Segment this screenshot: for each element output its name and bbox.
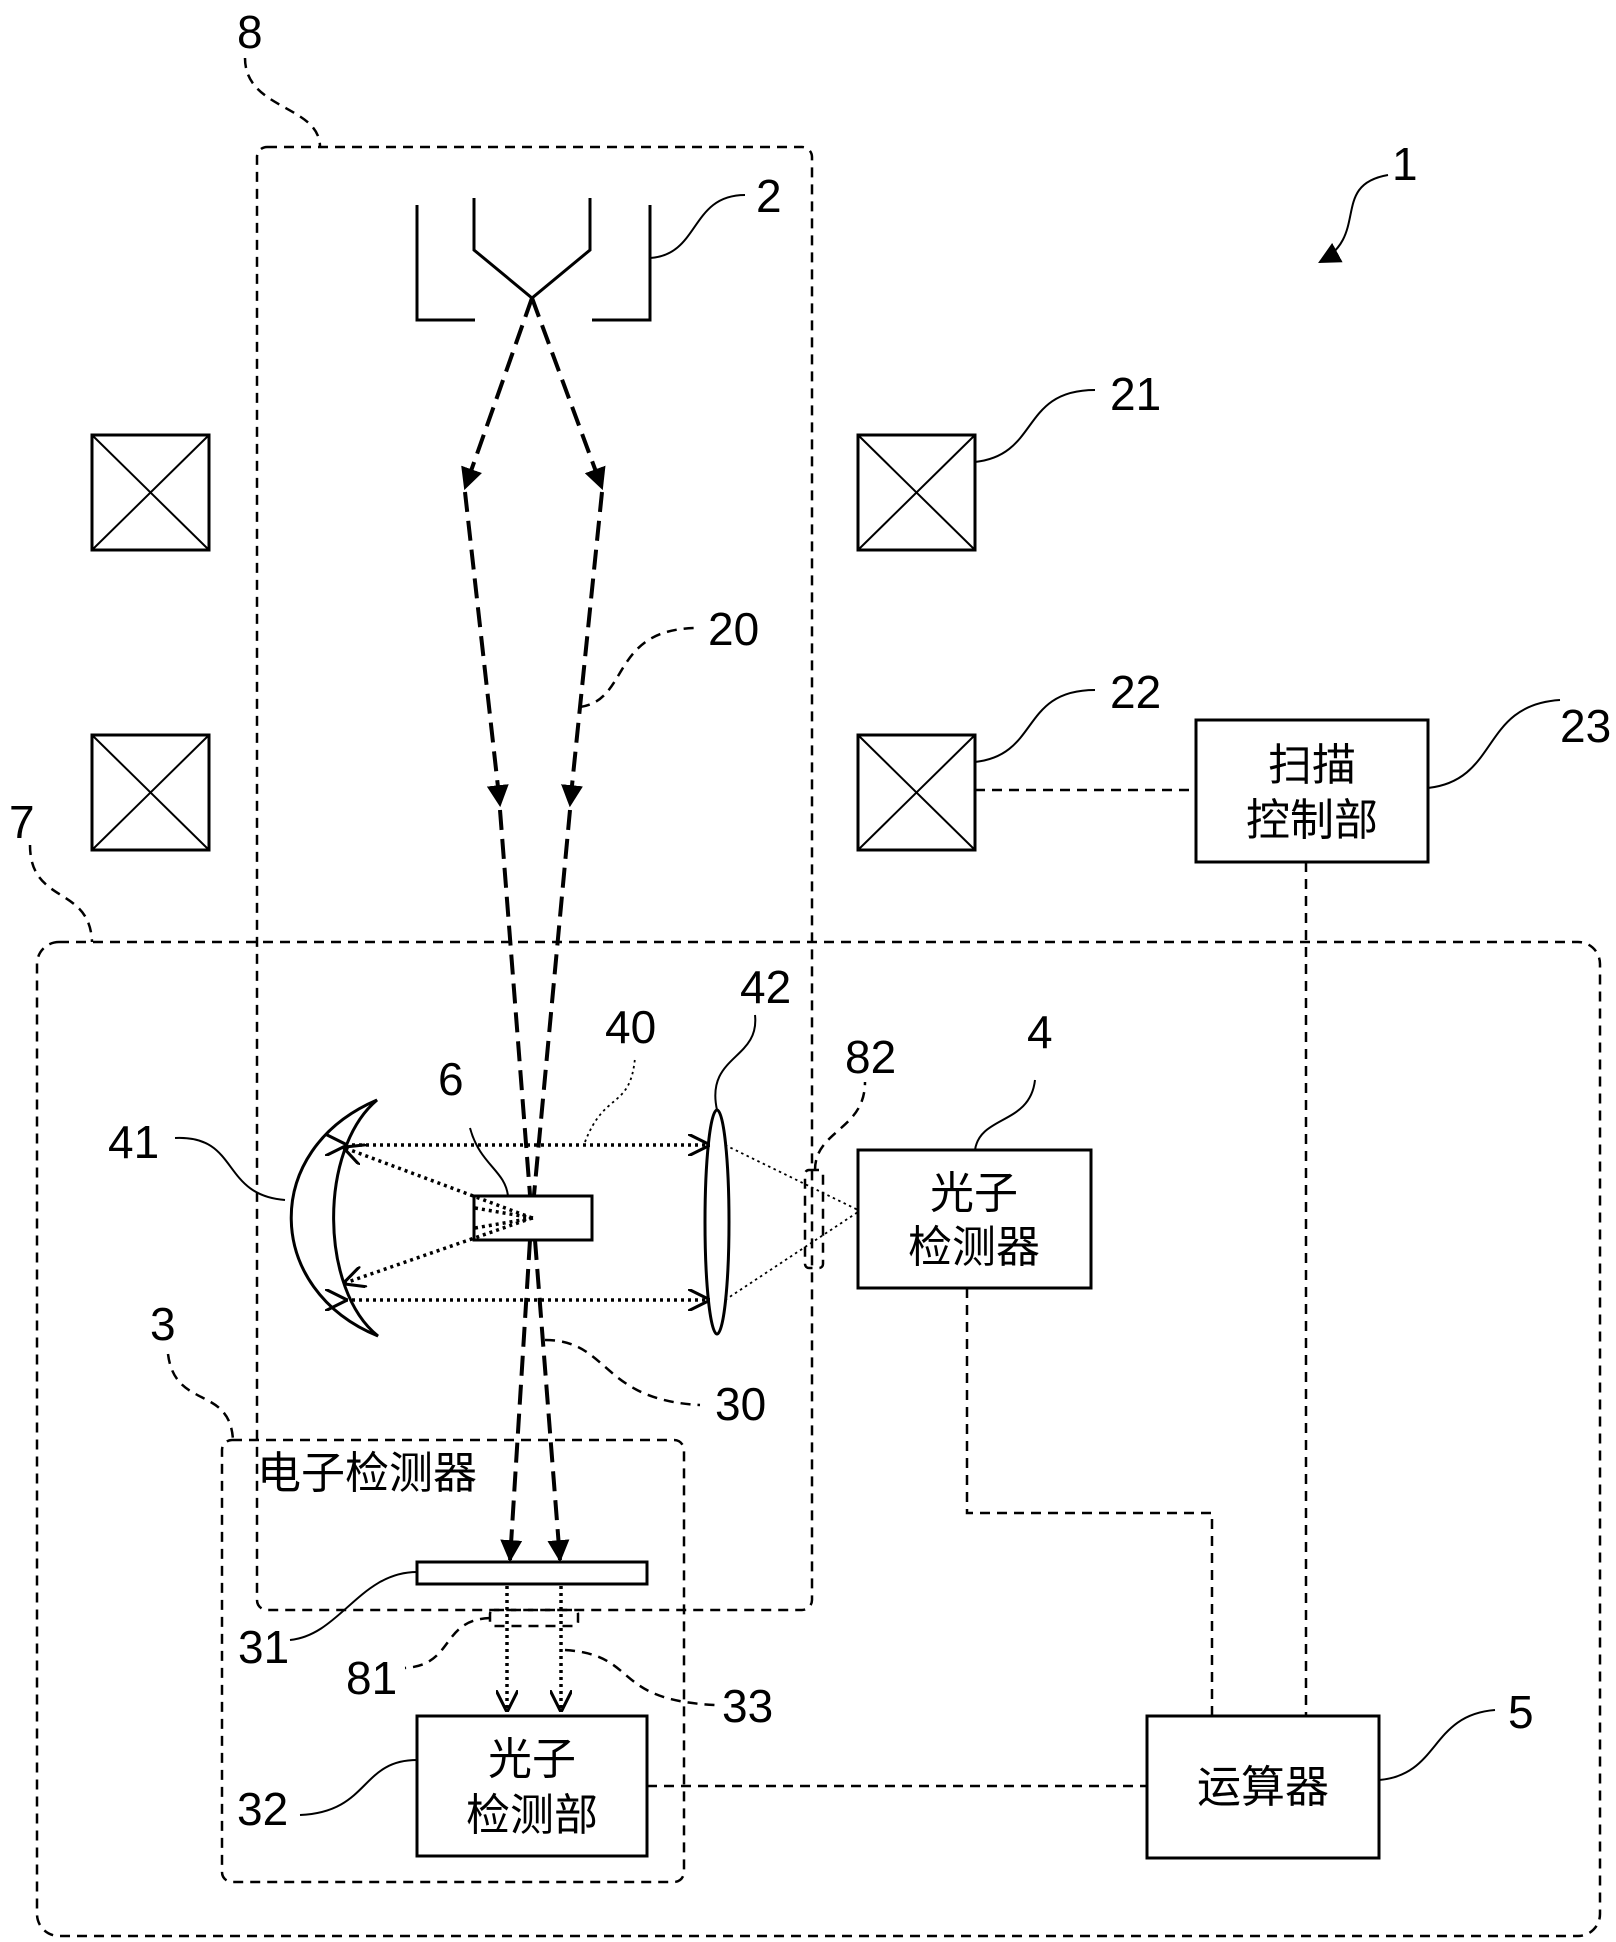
scintillation-light	[507, 1586, 561, 1710]
leader-23	[1427, 699, 1561, 789]
leader-42	[714, 1014, 757, 1111]
ref-1: 1	[1392, 138, 1418, 190]
ref-20: 20	[708, 603, 759, 655]
leader-6	[469, 1127, 509, 1197]
photon-detect-unit-line2: 检测部	[466, 1790, 598, 1841]
leader-22	[974, 689, 1096, 763]
leader-21	[974, 389, 1096, 463]
ref-22: 22	[1110, 666, 1161, 718]
leader-7	[28, 844, 94, 943]
leader-1	[1318, 174, 1389, 264]
region-7-boundary	[35, 940, 1602, 1938]
leader-81	[404, 1616, 491, 1670]
ref-3: 3	[150, 1298, 176, 1350]
scan-control-line1: 扫描	[1268, 740, 1356, 791]
leader-2	[649, 194, 746, 259]
ref-5: 5	[1508, 1686, 1534, 1738]
electron-detector-region	[220, 1438, 686, 1884]
ref-81: 81	[346, 1652, 397, 1704]
ref-40: 40	[605, 1001, 656, 1053]
scan-control-box	[1194, 718, 1430, 864]
leader-4	[974, 1079, 1036, 1151]
leader-33	[564, 1648, 716, 1707]
signal-photon-detector-to-calculator	[965, 1288, 1214, 1716]
leader-3	[166, 1353, 235, 1441]
lens-coil-21	[856, 433, 977, 552]
ref-21: 21	[1110, 368, 1161, 420]
ref-7: 7	[9, 796, 35, 848]
scintillator	[415, 1560, 649, 1586]
leader-82	[813, 1081, 867, 1171]
leader-8	[243, 57, 322, 148]
photon-detect-unit-line1: 光子	[488, 1734, 576, 1785]
ref-2: 2	[756, 170, 782, 222]
calculator-label: 运算器	[1197, 1762, 1329, 1813]
lens-coil-left-upper	[90, 433, 211, 552]
ref-30: 30	[715, 1378, 766, 1430]
transmitted-electrons	[500, 1239, 570, 1563]
ref-23: 23	[1560, 700, 1611, 752]
scan-coil-22	[856, 733, 977, 852]
leader-20	[579, 626, 696, 709]
leader-41	[174, 1136, 286, 1201]
light-rays	[345, 1145, 708, 1300]
electron-beam	[461, 297, 606, 1196]
sample	[472, 1194, 594, 1242]
photon-detector-line1: 光子	[930, 1168, 1018, 1219]
leader-5	[1378, 1709, 1496, 1781]
ref-41: 41	[108, 1116, 159, 1168]
photon-detector-box	[856, 1148, 1093, 1290]
region-8-boundary	[255, 145, 814, 1612]
leader-32	[299, 1759, 418, 1816]
ref-82: 82	[845, 1031, 896, 1083]
lens-coil-left-lower	[90, 733, 211, 852]
scan-control-line2: 控制部	[1246, 795, 1378, 846]
ref-6: 6	[438, 1053, 464, 1105]
electron-detector-label: 电子检测器	[257, 1448, 477, 1499]
focus-ray-upper	[724, 1144, 859, 1211]
concave-mirror	[289, 1098, 379, 1338]
focus-ray-lower	[724, 1211, 859, 1301]
optical-filter-81	[488, 1608, 580, 1628]
ref-4: 4	[1027, 1006, 1053, 1058]
leader-31	[289, 1571, 418, 1641]
ref-42: 42	[740, 961, 791, 1013]
photon-detector-line2: 检测器	[908, 1222, 1040, 1273]
leader-40	[584, 1057, 636, 1143]
ref-33: 33	[722, 1680, 773, 1732]
ref-32: 32	[237, 1783, 288, 1835]
ref-31: 31	[238, 1621, 289, 1673]
ref-8: 8	[237, 6, 263, 58]
leader-30	[544, 1338, 701, 1407]
